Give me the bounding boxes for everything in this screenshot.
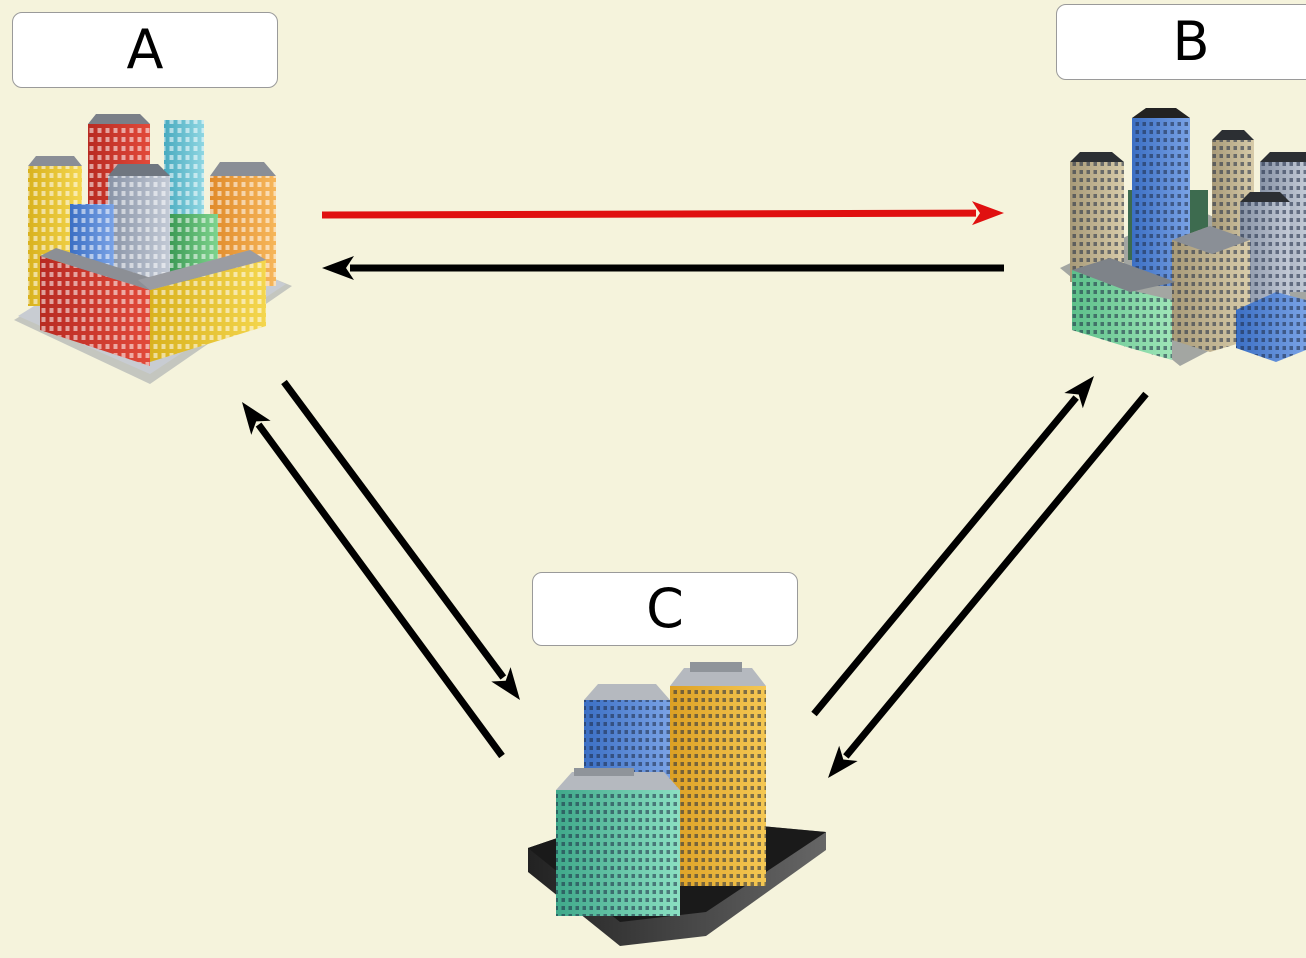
node-a-label: A	[12, 12, 278, 88]
arrow-b-to-a	[322, 256, 1004, 280]
arrow-c-to-b	[811, 376, 1094, 717]
arrow-head	[242, 402, 271, 435]
arrow-head	[971, 201, 1004, 226]
node-c-label: C	[532, 572, 798, 646]
arrow-head	[828, 745, 858, 778]
arrow-shaft	[321, 209, 977, 219]
arrow-head	[322, 256, 354, 280]
arrow-a-to-c	[281, 379, 520, 700]
arrow-c-to-a	[242, 402, 505, 759]
arrow-shaft	[281, 379, 507, 680]
arrow-head	[491, 667, 520, 700]
edges-layer	[242, 201, 1149, 778]
office-buildings-icon	[528, 662, 826, 946]
arrow-b-to-c	[828, 391, 1149, 778]
arrow-shaft	[843, 391, 1149, 759]
node-b-label: B	[1056, 4, 1306, 80]
skyscraper-district-icon	[1060, 108, 1306, 366]
arrow-head	[1064, 376, 1094, 409]
city-block-icon	[14, 114, 292, 384]
arrow-shaft	[255, 422, 505, 759]
arrow-shaft	[811, 395, 1079, 717]
arrow-a-to-b	[321, 201, 1004, 226]
